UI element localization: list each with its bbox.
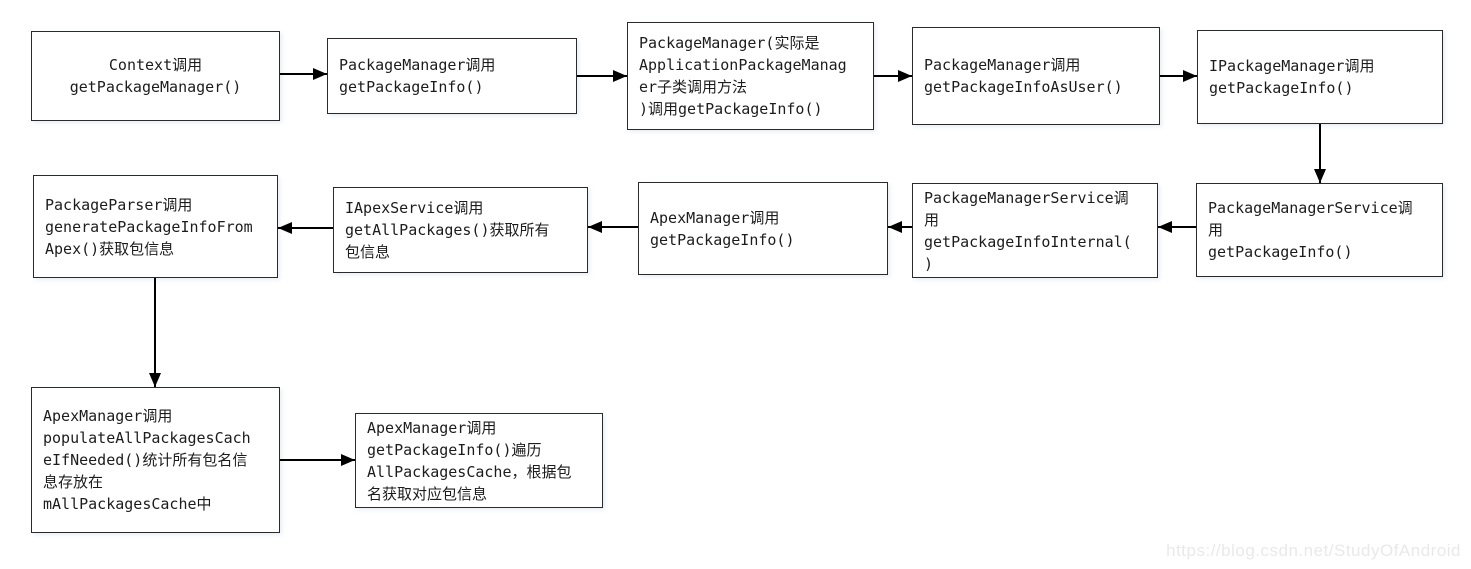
arrow-populateallpackagescache-to-traverse: [280, 459, 355, 461]
node-apexmanager-getpackageinfo: ApexManager调用 getPackageInfo(): [638, 182, 888, 275]
node-packagemanagerservice-getpackageinfointernal: PackageManagerService调 用 getPackageInfoI…: [912, 183, 1158, 278]
arrow-context-to-packagemanager: [280, 73, 327, 75]
node-packagemanagerservice-getpackageinfo: PackageManagerService调 用 getPackageInfo(…: [1196, 183, 1443, 277]
arrow-apexmanager-to-iapexservice: [588, 226, 638, 228]
arrow-applicationpackagemanager-to-getpackageinfoasuser: [874, 75, 912, 77]
csdn-blog-watermark: https://blog.csdn.net/StudyOfAndroid: [1166, 541, 1461, 560]
arrow-ipackagemanager-to-packagemanagerservice: [1319, 124, 1321, 183]
node-packagemanager-getpackageinfoasuser: PackageManager调用 getPackageInfoAsUser(): [912, 27, 1160, 125]
arrow-packageparser-to-populateallpackagescache: [154, 278, 156, 387]
node-iapexservice-getallpackages: IApexService调用 getAllPackages()获取所有 包信息: [333, 187, 588, 273]
node-packageparser-generatepackageinfofromapex: PackageParser调用 generatePackageInfoFrom …: [33, 175, 278, 278]
node-applicationpackagemanager-getpackageinfo: PackageManager(实际是 ApplicationPackageMan…: [627, 22, 874, 130]
arrow-iapexservice-to-packageparser: [278, 227, 333, 229]
node-ipackagemanager-getpackageinfo: IPackageManager调用 getPackageInfo(): [1197, 30, 1443, 124]
node-apexmanager-populateallpackagescache: ApexManager调用 populateAllPackagesCach eI…: [31, 387, 280, 533]
node-context-getpackagemanager: Context调用 getPackageManager(): [31, 31, 280, 121]
arrow-getpackageinfo-to-getpackageinfointernal: [1158, 226, 1196, 228]
node-packagemanager-getpackageinfo: PackageManager调用 getPackageInfo(): [327, 38, 577, 114]
node-apexmanager-getpackageinfo-traverse-cache: ApexManager调用 getPackageInfo()遍历 AllPack…: [355, 413, 603, 508]
arrow-getpackageinfointernal-to-apexmanager: [888, 226, 912, 228]
arrow-packagemanager-to-applicationpackagemanager: [577, 75, 627, 77]
arrow-getpackageinfoasuser-to-ipackagemanager: [1160, 75, 1197, 77]
